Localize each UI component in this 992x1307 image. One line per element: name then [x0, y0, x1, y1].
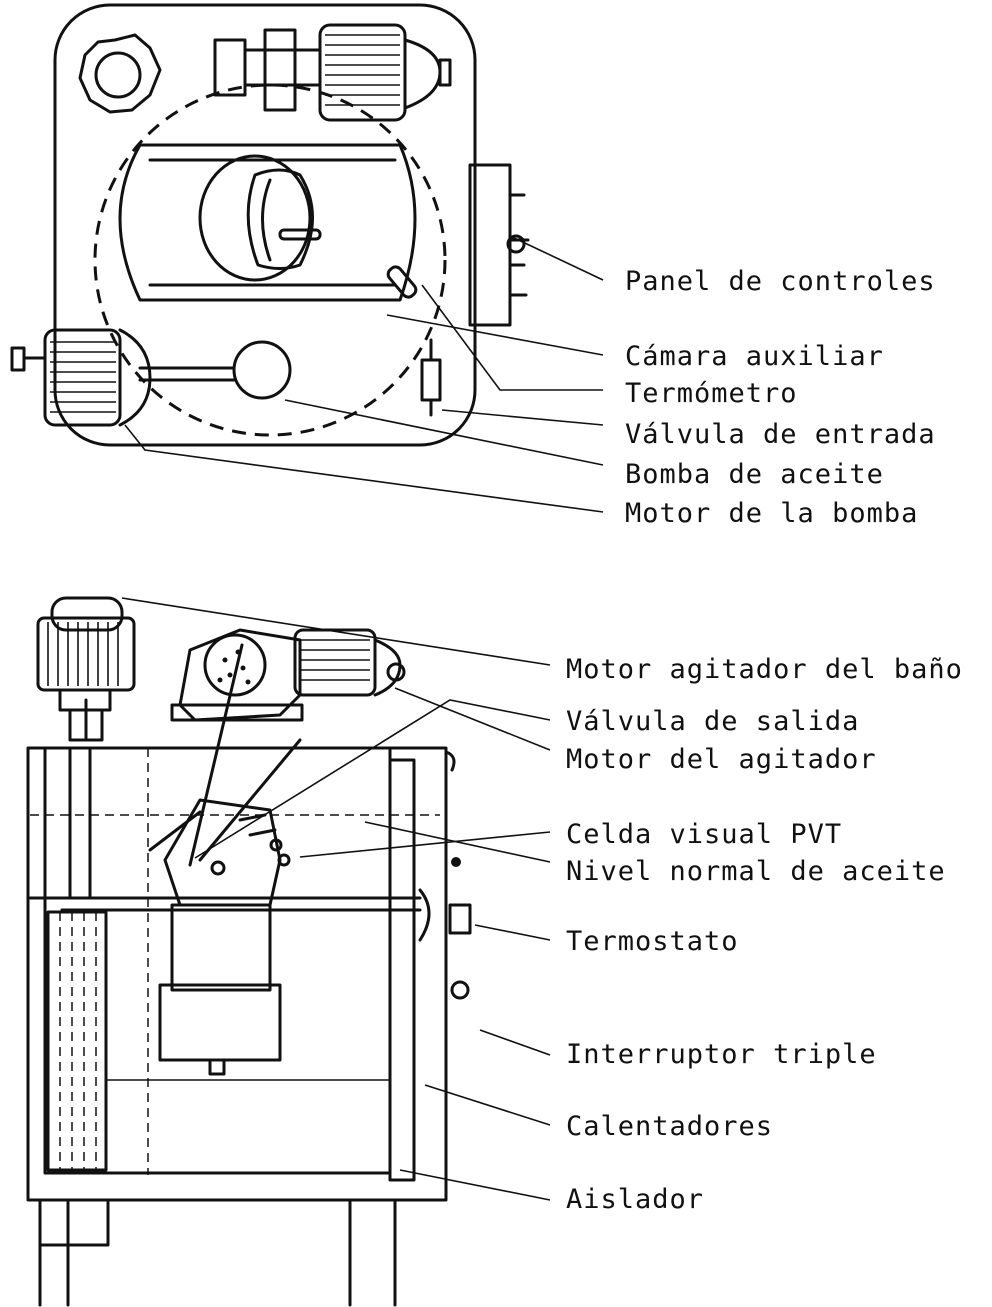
- control-panel-box: [468, 163, 512, 327]
- triple-switch-icon: [450, 980, 470, 1000]
- thermometer-icon: [386, 265, 418, 299]
- label-termostato: Termostato: [566, 926, 739, 957]
- label-celda: Celda visual PVT: [566, 819, 842, 850]
- label-calentadores: Calentadores: [566, 1111, 773, 1142]
- label-aislador: Aislador: [566, 1184, 704, 1215]
- top-view: Panel de controles Cámara auxiliar Termó…: [10, 3, 936, 529]
- label-panel: Panel de controles: [625, 266, 936, 297]
- label-valvula-entrada: Válvula de entrada: [625, 419, 936, 450]
- label-interruptor: Interruptor triple: [566, 1039, 877, 1070]
- oil-pump-icon: [232, 340, 292, 400]
- top-housing: [53, 3, 477, 447]
- label-motor-bomba: Motor de la bomba: [625, 498, 918, 529]
- bath-outline: [93, 83, 447, 437]
- label-nivel: Nivel normal de aceite: [566, 856, 946, 887]
- pump-motor-icon: [10, 328, 152, 427]
- thermostat-icon: [418, 888, 472, 942]
- label-motor-agitador: Motor del agitador: [566, 744, 877, 775]
- label-motor-agitador-bano: Motor agitador del baño: [566, 654, 963, 685]
- label-termometro: Termómetro: [625, 378, 798, 409]
- label-camara: Cámara auxiliar: [625, 341, 884, 372]
- stirrer-motor-icon: [170, 628, 406, 722]
- top-valve-assembly: [213, 23, 452, 122]
- pvt-cell-icon: [148, 798, 291, 1076]
- label-bomba: Bomba de aceite: [625, 459, 884, 490]
- gear-nut-icon: [78, 33, 162, 114]
- label-valvula-salida: Válvula de salida: [566, 706, 859, 737]
- viewing-window: [118, 143, 417, 302]
- heater-icon: [46, 910, 108, 1172]
- side-view: Motor agitador del baño Válvula de salid…: [26, 596, 963, 1307]
- inlet-valve-icon: [420, 338, 442, 417]
- bath-stirrer-motor-icon: [36, 596, 136, 742]
